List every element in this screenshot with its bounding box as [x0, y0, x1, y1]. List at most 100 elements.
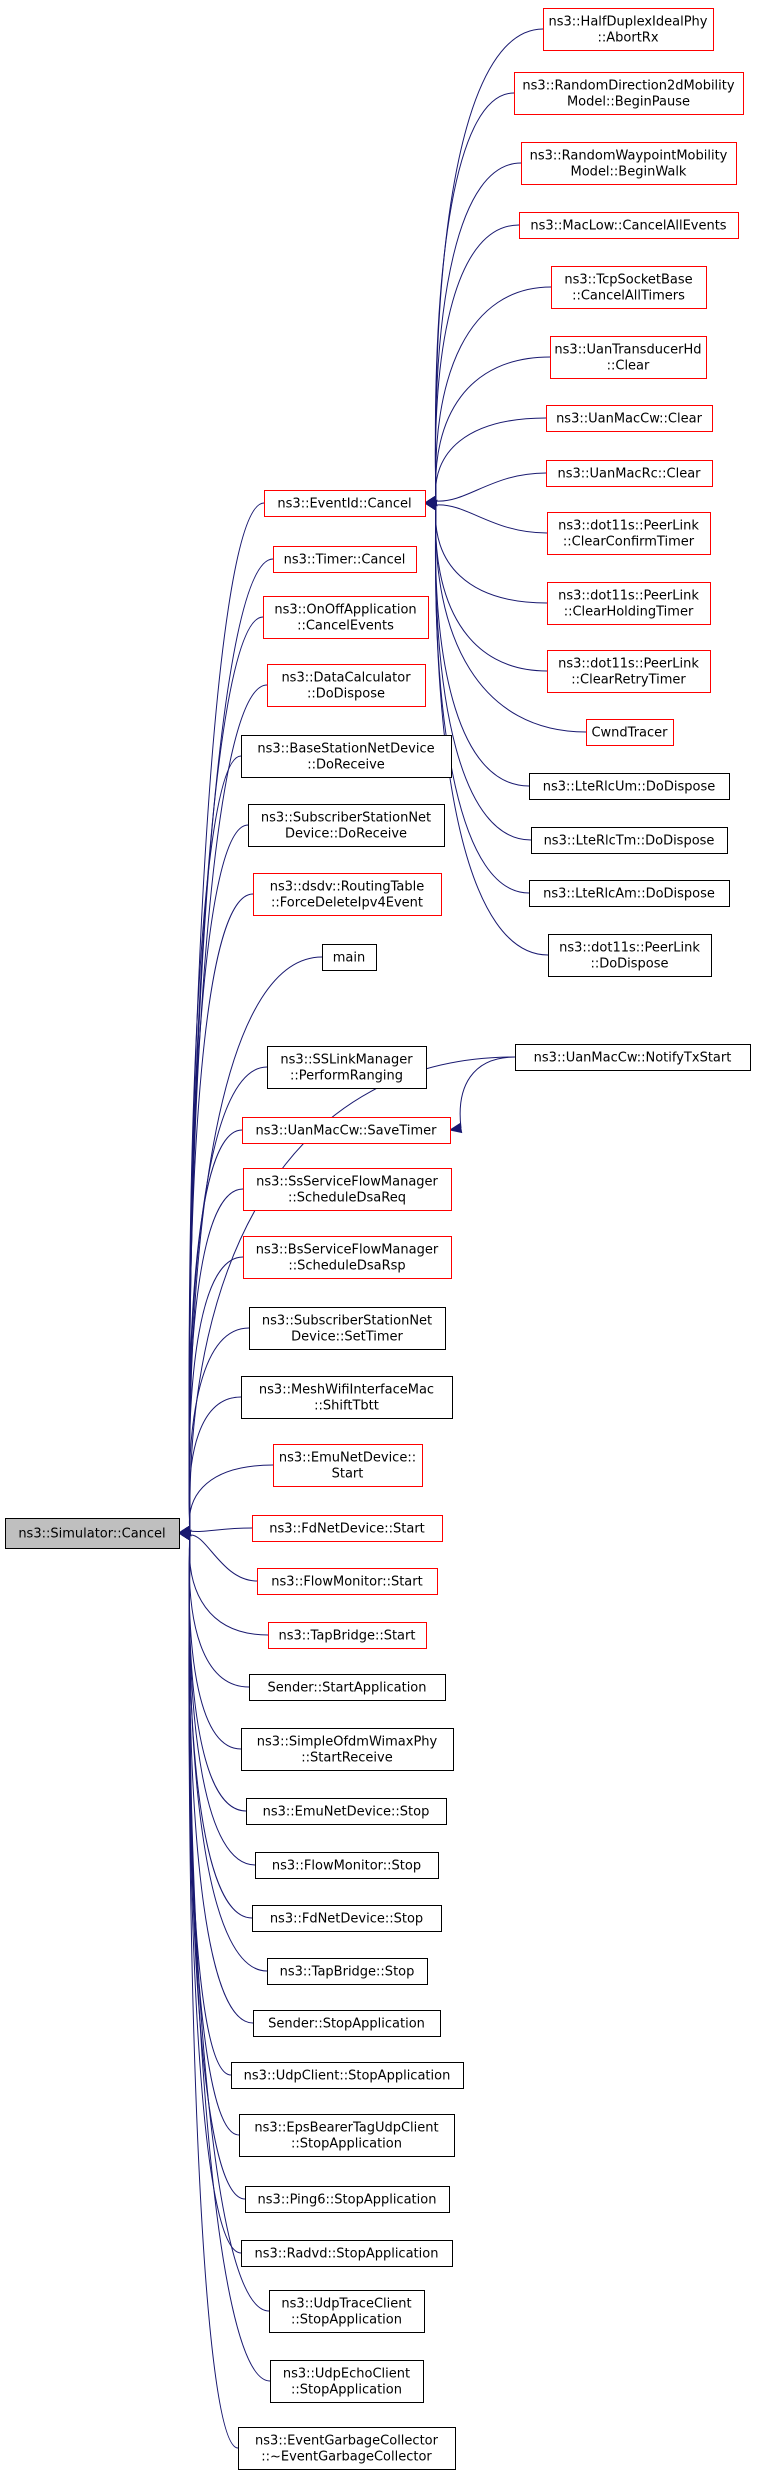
node-ssserviceflowmanager-scheduledsareq[interactable]: ns3::SsServiceFlowManager::ScheduleDsaRe…	[243, 1168, 452, 1211]
node-meshwifiinterfacemac-shifttbtt[interactable]: ns3::MeshWifiInterfaceMac::ShiftTbtt	[241, 1376, 453, 1419]
node-box[interactable]	[243, 1236, 452, 1279]
node-box[interactable]	[519, 212, 739, 239]
node-box[interactable]	[264, 490, 426, 517]
node-label-line: ns3::FdNetDevice::Start	[269, 1522, 425, 1537]
node-datacalculator-dodispose[interactable]: ns3::DataCalculator::DoDispose	[267, 664, 426, 707]
node-uanmaccw-savetimer[interactable]: ns3::UanMacCw::SaveTimer	[242, 1117, 451, 1144]
node-box[interactable]	[252, 1515, 443, 1542]
node-box[interactable]	[546, 460, 713, 487]
node-box[interactable]	[268, 1622, 427, 1649]
node-sender-startapplication[interactable]: Sender::StartApplication	[249, 1674, 446, 1701]
node-sslinkmanager-performranging[interactable]: ns3::SSLinkManager::PerformRanging	[267, 1046, 427, 1089]
node-eventid-cancel[interactable]: ns3::EventId::Cancel	[264, 490, 426, 517]
node-main[interactable]: main	[322, 944, 377, 971]
node-randomwaypoint-beginwalk[interactable]: ns3::RandomWaypointMobilityModel::BeginW…	[521, 142, 737, 185]
node-box[interactable]	[267, 664, 426, 707]
node-box[interactable]	[550, 336, 707, 379]
node-box[interactable]	[546, 405, 713, 432]
node-onoffapplication-cancelevents[interactable]: ns3::OnOffApplication::CancelEvents	[263, 596, 429, 639]
node-box[interactable]	[243, 1168, 452, 1211]
node-box[interactable]	[246, 1798, 447, 1825]
node-basestationnetdevice-doreceive[interactable]: ns3::BaseStationNetDevice::DoReceive	[241, 735, 452, 778]
node-udpechoclient-stopapplication[interactable]: ns3::UdpEchoClient::StopApplication	[270, 2360, 424, 2403]
node-tcpsocketbase-cancelalltimers[interactable]: ns3::TcpSocketBase::CancelAllTimers	[551, 266, 707, 309]
node-peerlink-clearconfirmtimer[interactable]: ns3::dot11s::PeerLink::ClearConfirmTimer	[547, 512, 711, 555]
node-box[interactable]	[543, 8, 714, 51]
node-box[interactable]	[242, 1117, 451, 1144]
node-box[interactable]	[551, 266, 707, 309]
node-box[interactable]	[257, 1568, 438, 1595]
node-simpleofdmwimaxphy-startreceive[interactable]: ns3::SimpleOfdmWimaxPhy::StartReceive	[241, 1728, 454, 1771]
node-box[interactable]	[529, 880, 730, 907]
node-box[interactable]	[270, 2360, 424, 2403]
node-cwndtracer[interactable]: CwndTracer	[586, 719, 674, 746]
node-box[interactable]	[531, 827, 728, 854]
node-box[interactable]	[231, 2062, 464, 2089]
node-box[interactable]	[241, 1376, 453, 1419]
node-box[interactable]	[529, 773, 730, 800]
node-box[interactable]	[241, 2240, 453, 2267]
node-ping6-stopapplication[interactable]: ns3::Ping6::StopApplication	[245, 2186, 450, 2213]
node-box[interactable]	[586, 719, 674, 746]
node-box[interactable]	[322, 944, 377, 971]
node-lterlcam-dodispose[interactable]: ns3::LteRlcAm::DoDispose	[529, 880, 730, 907]
node-uanmaccw-clear[interactable]: ns3::UanMacCw::Clear	[546, 405, 713, 432]
node-box[interactable]	[248, 804, 445, 847]
node-box[interactable]	[241, 735, 452, 778]
node-peerlink-clearholdingtimer[interactable]: ns3::dot11s::PeerLink::ClearHoldingTimer	[547, 582, 711, 625]
node-box[interactable]	[245, 2186, 450, 2213]
node-fdnetdevice-start[interactable]: ns3::FdNetDevice::Start	[252, 1515, 443, 1542]
node-emunetdevice-start[interactable]: ns3::EmuNetDevice::Start	[273, 1444, 423, 1487]
node-epsbearertagudpclient-stopapplication[interactable]: ns3::EpsBearerTagUdpClient::StopApplicat…	[239, 2114, 455, 2157]
node-box[interactable]	[249, 1674, 446, 1701]
node-fdnetdevice-stop[interactable]: ns3::FdNetDevice::Stop	[252, 1905, 442, 1932]
node-tapbridge-stop[interactable]: ns3::TapBridge::Stop	[267, 1958, 428, 1985]
node-box[interactable]	[239, 2114, 455, 2157]
node-box[interactable]	[269, 2290, 425, 2333]
node-label-line: ns3::RandomDirection2dMobility	[522, 79, 734, 94]
node-box[interactable]	[263, 596, 429, 639]
node-peerlink-dodispose[interactable]: ns3::dot11s::PeerLink::DoDispose	[548, 934, 712, 977]
node-subscriberstationnetdevice-settimer[interactable]: ns3::SubscriberStationNetDevice::SetTime…	[249, 1307, 446, 1350]
node-lterlcum-dodispose[interactable]: ns3::LteRlcUm::DoDispose	[529, 773, 730, 800]
node-flowmonitor-stop[interactable]: ns3::FlowMonitor::Stop	[255, 1852, 439, 1879]
node-box[interactable]	[515, 1044, 751, 1071]
node-bsserviceflowmanager-scheduledsarsp[interactable]: ns3::BsServiceFlowManager::ScheduleDsaRs…	[243, 1236, 452, 1279]
node-lterlctm-dodispose[interactable]: ns3::LteRlcTm::DoDispose	[531, 827, 728, 854]
node-box[interactable]	[521, 142, 737, 185]
node-box[interactable]	[547, 650, 711, 693]
node-box[interactable]	[253, 2010, 441, 2037]
node-box[interactable]	[253, 873, 442, 916]
node-box[interactable]	[514, 72, 744, 115]
node-flowmonitor-start[interactable]: ns3::FlowMonitor::Start	[257, 1568, 438, 1595]
node-timer-cancel[interactable]: ns3::Timer::Cancel	[273, 546, 417, 573]
node-halfduplex-abortrx[interactable]: ns3::HalfDuplexIdealPhy::AbortRx	[543, 8, 714, 51]
node-box[interactable]	[238, 2427, 456, 2470]
node-udptraceclient-stopapplication[interactable]: ns3::UdpTraceClient::StopApplication	[269, 2290, 425, 2333]
node-tapbridge-start[interactable]: ns3::TapBridge::Start	[268, 1622, 427, 1649]
node-box[interactable]	[267, 1046, 427, 1089]
node-box[interactable]	[241, 1728, 454, 1771]
node-peerlink-clearretrytimer[interactable]: ns3::dot11s::PeerLink::ClearRetryTimer	[547, 650, 711, 693]
node-sender-stopapplication[interactable]: Sender::StopApplication	[253, 2010, 441, 2037]
node-dsdv-forcedeleteipv4event[interactable]: ns3::dsdv::RoutingTable::ForceDeleteIpv4…	[253, 873, 442, 916]
node-box[interactable]	[273, 546, 417, 573]
node-box[interactable]	[273, 1444, 423, 1487]
node-udpclient-stopapplication[interactable]: ns3::UdpClient::StopApplication	[231, 2062, 464, 2089]
node-randomdirection-beginpause[interactable]: ns3::RandomDirection2dMobilityModel::Beg…	[514, 72, 744, 115]
node-subscriberstationnetdevice-doreceive[interactable]: ns3::SubscriberStationNetDevice::DoRecei…	[248, 804, 445, 847]
node-radvd-stopapplication[interactable]: ns3::Radvd::StopApplication	[241, 2240, 453, 2267]
node-box[interactable]	[547, 582, 711, 625]
node-box[interactable]	[255, 1852, 439, 1879]
node-box[interactable]	[252, 1905, 442, 1932]
node-uanmaccw-notifytxstart[interactable]: ns3::UanMacCw::NotifyTxStart	[515, 1044, 751, 1071]
node-uantransducerhd-clear[interactable]: ns3::UanTransducerHd::Clear	[550, 336, 707, 379]
node-box[interactable]	[249, 1307, 446, 1350]
node-box[interactable]	[547, 512, 711, 555]
node-box[interactable]	[548, 934, 712, 977]
node-uanmacrc-clear[interactable]: ns3::UanMacRc::Clear	[546, 460, 713, 487]
node-eventgarbagecollector-destructor[interactable]: ns3::EventGarbageCollector::~EventGarbag…	[238, 2427, 456, 2470]
node-maclow-cancelallevents[interactable]: ns3::MacLow::CancelAllEvents	[519, 212, 739, 239]
node-box[interactable]	[267, 1958, 428, 1985]
node-emunetdevice-stop[interactable]: ns3::EmuNetDevice::Stop	[246, 1798, 447, 1825]
